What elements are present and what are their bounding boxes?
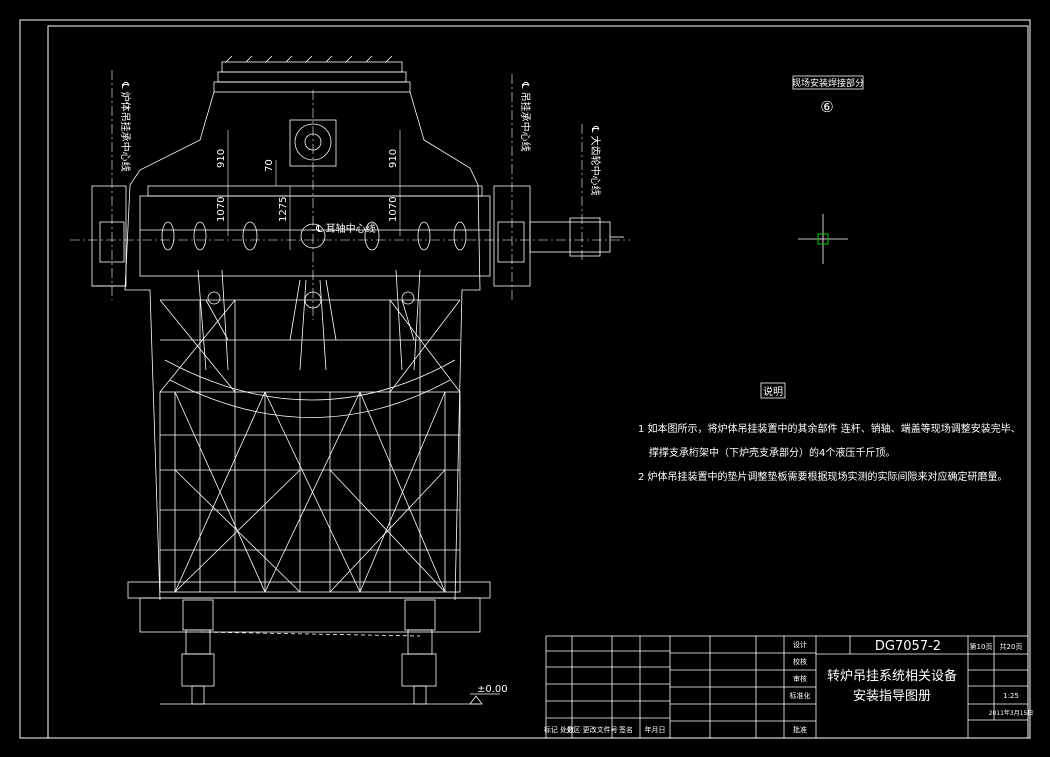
dim-910-right: 910	[388, 149, 399, 168]
sheet-number: 第10页	[970, 642, 993, 651]
sign-field-label: 设计	[793, 640, 807, 649]
center-lines	[70, 70, 630, 320]
note-line-2: 撑撑支承桁架中（下炉壳支承部分）的4个液压千斤顶。	[649, 448, 896, 459]
centerline-label-left: ℄ 炉体吊挂承中心线	[119, 81, 132, 172]
cursor-pickbox	[817, 233, 829, 245]
drawing-date: 2011年3月15日	[989, 709, 1034, 717]
converter-drawing	[91, 55, 624, 705]
sign-field-labels: 设计 校核 审核 标准化 批准	[790, 640, 811, 734]
dim-70: 70	[264, 159, 275, 172]
sign-field-label: 校核	[793, 657, 807, 666]
dim-910-left: 910	[216, 149, 227, 168]
ground-level-label: ±0.00	[477, 684, 508, 695]
revision-label: 分区 更改文件号	[566, 725, 617, 734]
sheet-total: 共20页	[1000, 642, 1023, 651]
dim-1275: 1275	[278, 197, 289, 222]
inner-frame	[47, 25, 1029, 739]
drawing-title-line2: 安装指导图册	[853, 689, 931, 704]
centerline-label-mid: ℄ 耳轴中心线	[315, 222, 376, 235]
detail-label: 现场安装焊接部分	[792, 77, 864, 89]
notes-heading: 说明	[763, 385, 783, 398]
drawing-number: DG7057-2	[875, 639, 941, 654]
revision-label: 年月日	[645, 725, 666, 734]
drawing-scale: 1:25	[1003, 692, 1019, 700]
centerline-label-right1: ℄ 吊挂承中心线	[519, 81, 532, 152]
title-block	[545, 635, 1029, 739]
revision-label: 标记 处数	[544, 725, 574, 734]
cad-crosshair-cursor[interactable]	[798, 214, 848, 264]
dim-1070-right: 1070	[388, 197, 399, 222]
revision-labels: 标记 处数 分区 更改文件号 签名 年月日	[544, 725, 666, 734]
detail-number: ⑥	[820, 98, 833, 116]
dimension-text: 910 70 910 1070 1275 1070	[216, 149, 399, 222]
detail-label-box	[792, 75, 864, 90]
drawing-title-line1: 转炉吊挂系统相关设备	[827, 668, 957, 684]
sign-field-label: 批准	[793, 725, 807, 734]
note-line-3: 2 炉体吊挂装置中的垫片调整垫板需要根据现场实测的实际间隙来对应确定研磨量。	[638, 472, 1008, 483]
note-line-1: 1 如本图所示，将炉体吊挂装置中的其余部件 连杆、销轴、端盖等现场调整安装完毕、	[638, 424, 1021, 435]
sign-field-label: 标准化	[790, 691, 811, 700]
dimension-lines	[227, 130, 401, 250]
notes-heading-box	[760, 382, 786, 399]
centerline-label-right2: ℄ 大齿轮中心线	[589, 125, 602, 196]
centerline-labels: ℄ 炉体吊挂承中心线 ℄ 耳轴中心线 ℄ 吊挂承中心线 ℄ 大齿轮中心线	[119, 81, 602, 235]
dim-1070-left: 1070	[216, 197, 227, 222]
revision-label: 签名	[619, 725, 633, 734]
sign-field-label: 审核	[793, 674, 807, 683]
